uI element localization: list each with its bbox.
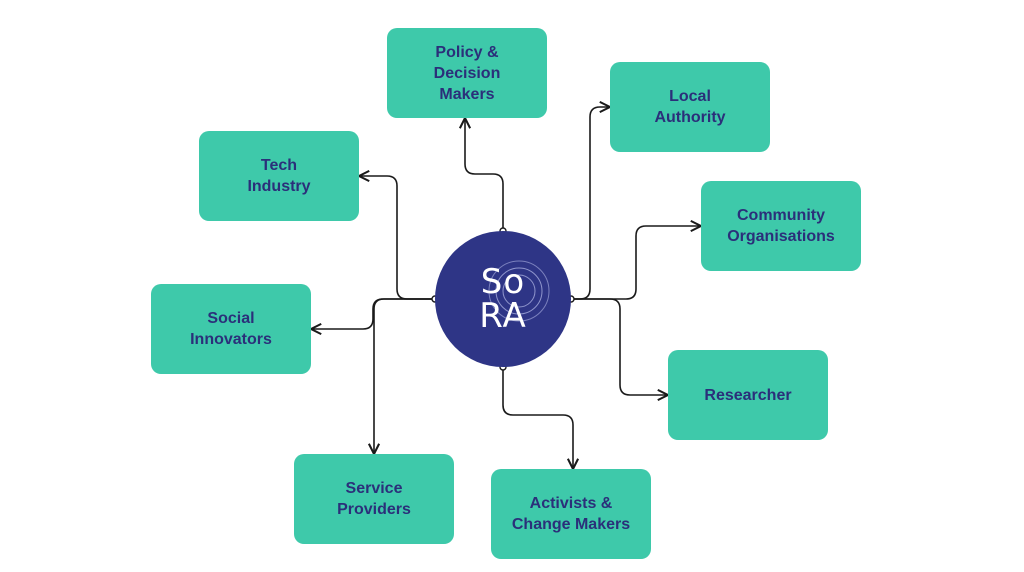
- conn-service: [374, 298, 435, 454]
- sora-logo-hub: So RA: [435, 231, 571, 367]
- node-activists-change-makers: Activists & Change Makers: [491, 469, 651, 559]
- node-social-innovators: Social Innovators: [151, 284, 311, 374]
- node-service-providers: Service Providers: [294, 454, 454, 544]
- conn-tech: [359, 176, 435, 300]
- node-local-authority: Local Authority: [610, 62, 770, 152]
- node-policy-decision-makers: Policy & Decision Makers: [387, 28, 547, 118]
- logo-text-line1: So: [480, 262, 526, 302]
- conn-researcher: [571, 298, 668, 395]
- conn-community: [571, 226, 701, 300]
- conn-policy: [465, 118, 504, 231]
- signal-rings-icon: [488, 260, 550, 322]
- conn-activists: [502, 367, 573, 469]
- node-tech-industry: Tech Industry: [199, 131, 359, 221]
- conn-local: [571, 107, 610, 300]
- node-community-organisations: Community Organisations: [701, 181, 861, 271]
- logo-text-line2: RA: [479, 296, 527, 336]
- conn-social: [311, 298, 435, 329]
- node-researcher: Researcher: [668, 350, 828, 440]
